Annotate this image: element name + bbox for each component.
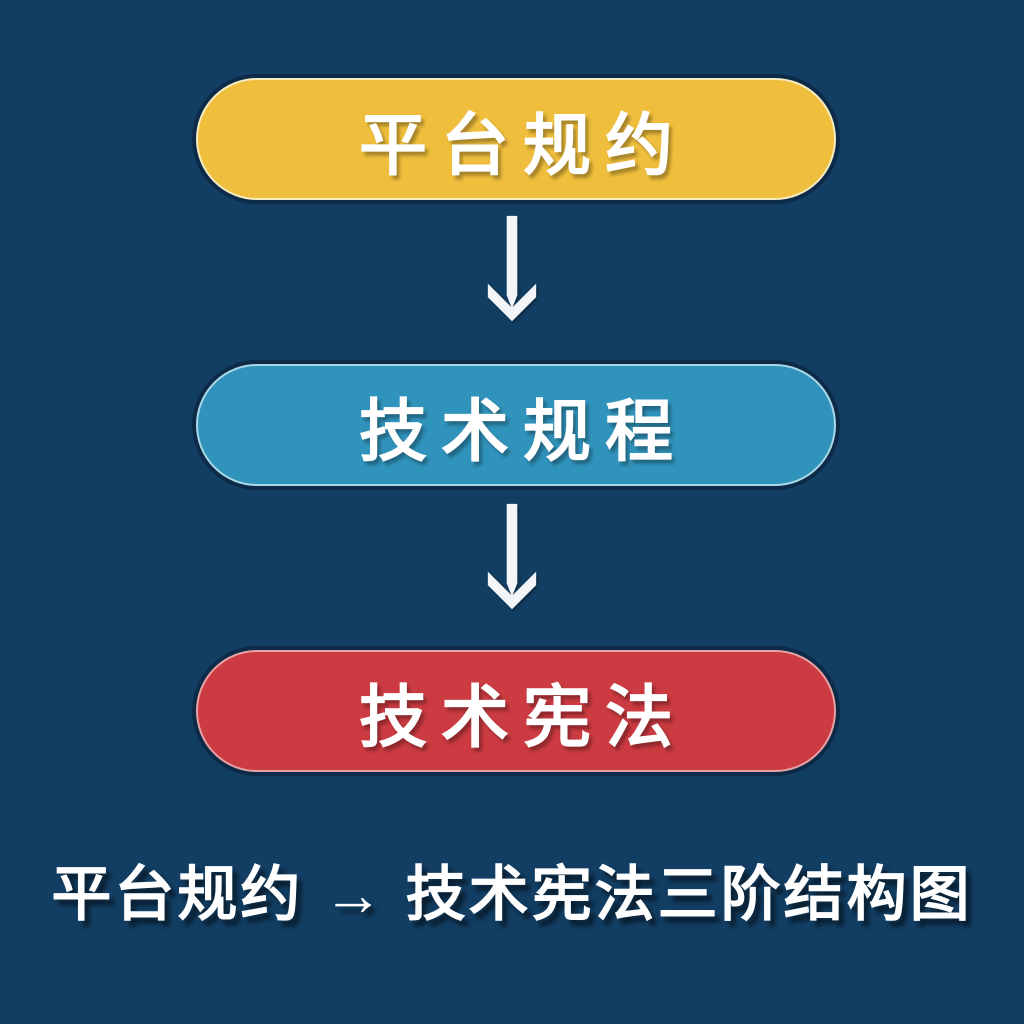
tier-pill-platform-conventions: 平台规约 <box>196 78 836 200</box>
tier-pill-label: 技术宪法 <box>358 679 687 756</box>
down-arrow-icon <box>483 214 541 335</box>
tier-pill-technical-constitution: 技术宪法 <box>196 650 836 772</box>
tier-pill-label: 平台规约 <box>358 107 687 184</box>
tier-pill-label: 技术规程 <box>358 393 687 470</box>
diagram-caption: 平台规约 → 技术宪法三阶结构图 <box>51 861 973 928</box>
tier-pill-technical-regulations: 技术规程 <box>196 364 836 486</box>
down-arrow-icon <box>483 502 541 623</box>
